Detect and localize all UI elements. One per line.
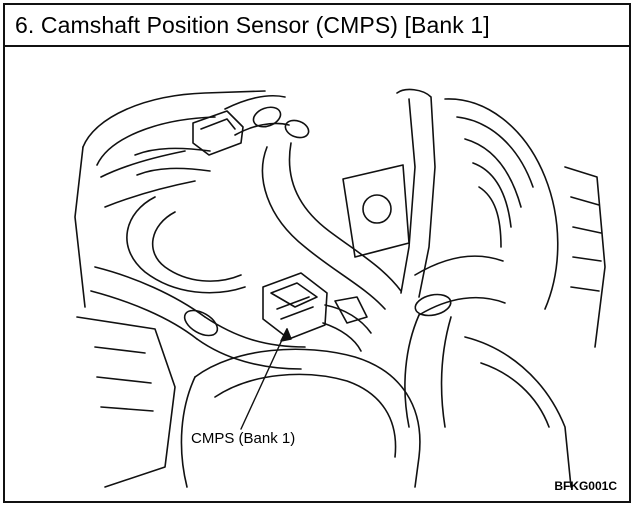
diagram-title: 6. Camshaft Position Sensor (CMPS) [Bank… xyxy=(15,11,490,38)
left-mid-hose-c xyxy=(204,316,306,348)
lower-left-hose-outer xyxy=(126,196,246,294)
left-mid-hose-a xyxy=(94,266,206,318)
intake-outer xyxy=(444,98,559,310)
left-ridge-a xyxy=(100,150,186,178)
right-edge-ribs xyxy=(570,196,602,292)
intake-ribs-d xyxy=(478,186,502,248)
bracket-plate xyxy=(342,164,410,258)
right-lower-hose-down-b xyxy=(440,316,452,428)
lower-left-detail xyxy=(94,346,154,412)
upper-clamp-a xyxy=(252,106,282,128)
upper-pipe-bottom xyxy=(234,122,290,136)
cmps-callout-label: CMPS (Bank 1) xyxy=(191,430,296,447)
left-mid-clamp xyxy=(183,309,219,337)
right-loom-inner xyxy=(400,98,416,294)
figure-code: BFKG001C xyxy=(554,479,617,493)
right-lower-hose-down xyxy=(404,314,420,428)
upper-pipe-top xyxy=(224,94,286,110)
right-lower-hose-bottom xyxy=(418,296,506,316)
left-mid-hose-b xyxy=(90,290,198,340)
callout-leader xyxy=(240,328,288,430)
lower-right-body xyxy=(464,336,572,488)
left-mid-hose-d xyxy=(196,338,302,370)
central-hose-right xyxy=(288,142,402,292)
cmps-connector-body xyxy=(262,272,328,340)
title-bar: 6. Camshaft Position Sensor (CMPS) [Bank… xyxy=(5,5,629,47)
left-edge-line xyxy=(74,146,86,308)
intake-ribs-c xyxy=(472,162,512,228)
right-edge-block xyxy=(564,166,606,348)
callout-arrowhead xyxy=(280,328,292,342)
cmps-harness-b xyxy=(322,322,362,352)
right-lower-clamp xyxy=(414,293,452,317)
cmps-harness-a xyxy=(324,304,372,334)
intake-ribs-b xyxy=(464,138,522,208)
lower-cover-outer xyxy=(194,348,421,488)
top-bracket xyxy=(192,110,244,156)
right-loom-outer xyxy=(396,88,436,298)
top-bracket-inner xyxy=(200,118,236,130)
diagram-frame: 6. Camshaft Position Sensor (CMPS) [Bank… xyxy=(3,3,631,503)
lower-cover-left xyxy=(180,376,196,488)
lower-right-detail xyxy=(480,362,550,428)
left-ridge-b xyxy=(104,180,196,208)
lower-left-hose-inner xyxy=(151,211,242,282)
engine-illustration: CMPS (Bank 1) BFKG001C xyxy=(5,47,629,501)
upper-left-housing xyxy=(82,90,266,148)
bracket-hole xyxy=(362,194,392,224)
intake-ribs-a xyxy=(456,116,534,188)
right-lower-hose-top xyxy=(414,255,504,276)
lower-cover-inner xyxy=(214,373,397,458)
crossing-hose-bottom xyxy=(136,167,211,176)
central-hose-left xyxy=(261,146,386,310)
lower-left-body xyxy=(76,316,176,488)
engine-line-drawing xyxy=(74,88,606,488)
cmps-plug xyxy=(334,296,368,324)
cmps-connector-lines xyxy=(276,296,314,320)
upper-clamp-b xyxy=(284,119,310,139)
cmps-connector-latch xyxy=(270,282,318,308)
upper-left-housing-inner xyxy=(96,116,216,166)
